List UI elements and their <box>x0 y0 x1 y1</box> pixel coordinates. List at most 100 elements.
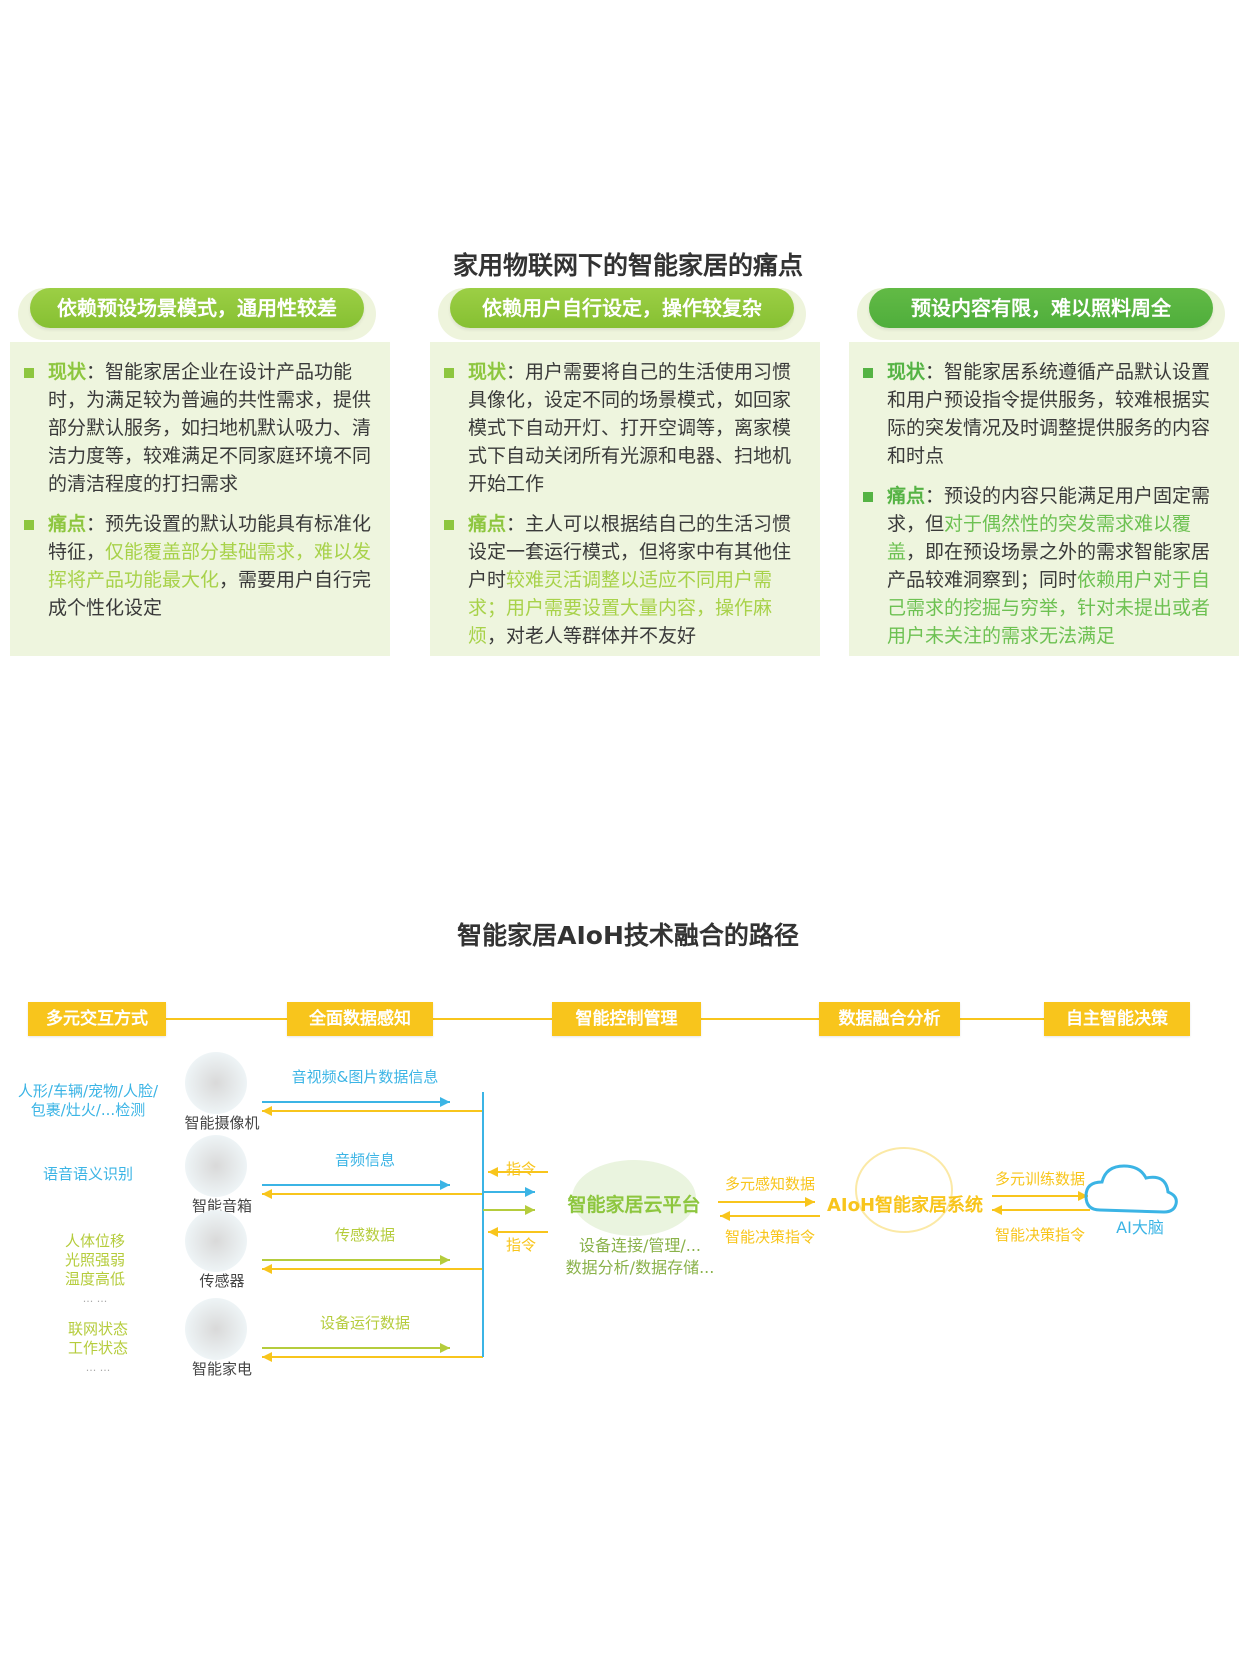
data-arrow-head <box>440 1255 450 1265</box>
mode-line: 人体位移 <box>64 1232 125 1250</box>
device-icon <box>185 1210 247 1272</box>
training-data-arrow-head <box>1078 1191 1088 1201</box>
mode-line: 光照强弱 <box>64 1251 125 1269</box>
command-in-arrow-head <box>488 1227 498 1237</box>
mode-line: 温度高低 <box>64 1270 125 1288</box>
stage-box: 多元交互方式 <box>28 1002 166 1036</box>
mode-line: 工作状态 <box>67 1339 128 1357</box>
data-flow-label: 音频信息 <box>334 1151 395 1169</box>
aioh-system-icon <box>855 1147 953 1233</box>
pain-point-title: 依赖预设场景模式，通用性较差 <box>30 288 364 328</box>
card-bullet-item: 痛点：预设的内容只能满足用户固定需求，但对于偶然性的突发需求难以覆盖，即在预设场… <box>863 482 1221 650</box>
body-text: ，对老人等群体并不友好 <box>487 625 697 647</box>
square-bullet-icon <box>24 368 34 378</box>
link-forward-label: 多元感知数据 <box>724 1175 815 1193</box>
bullet-text: 痛点：预设的内容只能满足用户固定需求，但对于偶然性的突发需求难以覆盖，即在预设场… <box>887 482 1221 650</box>
pain-point-title: 预设内容有限，难以照料周全 <box>869 288 1213 328</box>
data-out-arrow-head <box>525 1205 535 1215</box>
mode-line: 人形/车辆/宠物/人脸/ <box>17 1082 159 1100</box>
pain-point-header: 依赖用户自行设定，操作较复杂 <box>438 288 806 340</box>
data-flow-label: 传感数据 <box>334 1226 395 1244</box>
cloud-platform-name: 智能家居云平台 <box>567 1194 701 1216</box>
mode-line: ... ... <box>85 1361 111 1374</box>
pain-point-header: 依赖预设场景模式，通用性较差 <box>18 288 376 340</box>
pain-point-header: 预设内容有限，难以照料周全 <box>857 288 1225 340</box>
square-bullet-icon <box>444 368 454 378</box>
item-label: 痛点 <box>887 485 926 507</box>
interaction-mode-text: 人形/车辆/宠物/人脸/包裹/灶火/...检测 <box>8 1082 168 1120</box>
cloud-platform-desc: 数据分析/数据存储... <box>565 1258 715 1277</box>
device-icon <box>185 1298 247 1360</box>
command-arrow-head <box>262 1352 272 1362</box>
decision-arrow-head <box>720 1211 730 1221</box>
cloud-platform-desc: 设备连接/管理/... <box>578 1236 702 1255</box>
pain-point-card: 现状：智能家居企业在设计产品功能时，为满足较为普遍的共性需求，提供部分默认服务，… <box>10 342 390 656</box>
device-icon <box>185 1052 247 1114</box>
data-arrow-head <box>440 1097 450 1107</box>
data-out-arrow-head <box>525 1187 535 1197</box>
highlight-text: 仅能覆盖部分基础需求，难以发挥将产品功能最大化 <box>48 541 372 591</box>
device-name: 智能家电 <box>191 1360 252 1378</box>
card-bullet-item: 现状：智能家居系统遵循产品默认设置和用户预设指令提供服务，较难根据实际的突发情况… <box>863 358 1221 470</box>
perception-data-arrow-head <box>805 1197 815 1207</box>
data-arrow-head <box>440 1343 450 1353</box>
square-bullet-icon <box>863 492 873 502</box>
square-bullet-icon <box>24 520 34 530</box>
section2-title: 智能家居AIoH技术融合的路径 <box>457 921 799 950</box>
pain-point-title: 依赖用户自行设定，操作较复杂 <box>450 288 794 328</box>
highlight-text: 较难灵活调整以适应不同用户需求；用户需要设置大量内容，操作麻烦 <box>468 569 773 647</box>
body-text: ，即在预设场景之外的需求智能家居产品较难洞察到；同时 <box>887 541 1211 591</box>
item-label: 现状 <box>887 361 926 383</box>
mode-line: 联网状态 <box>67 1320 128 1338</box>
mode-line: ... ... <box>82 1292 108 1305</box>
body-text: ：智能家居企业在设计产品功能时，为满足较为普遍的共性需求，提供部分默认服务，如扫… <box>48 361 372 495</box>
stage-box: 全面数据感知 <box>287 1002 433 1036</box>
card-bullet-item: 痛点：预先设置的默认功能具有标准化特征，仅能覆盖部分基础需求，难以发挥将产品功能… <box>24 510 372 622</box>
bullet-text: 痛点：预先设置的默认功能具有标准化特征，仅能覆盖部分基础需求，难以发挥将产品功能… <box>48 510 372 622</box>
body-text: ，需要用户自行完成个性化设定 <box>48 569 372 619</box>
body-text: ：主人可以根据结自己的生活习惯设定一套运行模式，但将家中有其他住户时 <box>468 513 792 591</box>
body-text: ：用户需要将自己的生活使用习惯具像化，设定不同的场景模式，如回家模式下自动开灯、… <box>468 361 792 495</box>
ai-brain-label: AI大脑 <box>1116 1218 1164 1237</box>
section1-title: 家用物联网下的智能家居的痛点 <box>452 251 803 280</box>
item-label: 痛点 <box>468 513 507 535</box>
item-label: 现状 <box>468 361 507 383</box>
device-name: 传感器 <box>199 1272 245 1290</box>
command-in-arrow-head <box>488 1167 498 1177</box>
mode-line: 包裹/灶火/...检测 <box>30 1101 146 1119</box>
interaction-mode-text: 联网状态工作状态 ... ... <box>18 1320 178 1377</box>
command-arrow-head <box>262 1264 272 1274</box>
bullet-text: 现状：智能家居企业在设计产品功能时，为满足较为普遍的共性需求，提供部分默认服务，… <box>48 358 372 498</box>
item-label: 现状 <box>48 361 87 383</box>
interaction-mode-text: 人体位移光照强弱温度高低 ... ... <box>15 1232 175 1308</box>
link-forward-label: 多元训练数据 <box>994 1170 1085 1188</box>
aioh-system-name: AIoH智能家居系统 <box>826 1195 984 1216</box>
link-back-label: 智能决策指令 <box>724 1228 815 1246</box>
data-flow-label: 设备运行数据 <box>319 1314 410 1332</box>
body-text: ：智能家居系统遵循产品默认设置和用户预设指令提供服务，较难根据实际的突发情况及时… <box>887 361 1211 467</box>
ai-brain-cloud-icon <box>1084 1164 1178 1214</box>
link-back-label: 智能决策指令 <box>994 1226 1085 1244</box>
bullet-text: 现状：智能家居系统遵循产品默认设置和用户预设指令提供服务，较难根据实际的突发情况… <box>887 358 1221 470</box>
bullet-text: 痛点：主人可以根据结自己的生活习惯设定一套运行模式，但将家中有其他住户时较难灵活… <box>468 510 802 650</box>
body-text: ：预先设置的默认功能具有标准化特征， <box>48 513 372 563</box>
command-arrow-head <box>262 1189 272 1199</box>
item-label: 痛点 <box>48 513 87 535</box>
flow-diagram-lines <box>166 1018 1178 1362</box>
card-bullet-item: 现状：智能家居企业在设计产品功能时，为满足较为普遍的共性需求，提供部分默认服务，… <box>24 358 372 498</box>
command-label: 指令 <box>505 1236 536 1254</box>
command-label: 指令 <box>505 1160 536 1178</box>
mode-line: 语音语义识别 <box>42 1165 133 1183</box>
card-bullet-item: 现状：用户需要将自己的生活使用习惯具像化，设定不同的场景模式，如回家模式下自动开… <box>444 358 802 498</box>
stage-box: 智能控制管理 <box>552 1002 701 1036</box>
device-icon <box>185 1135 247 1197</box>
pain-point-card: 现状：用户需要将自己的生活使用习惯具像化，设定不同的场景模式，如回家模式下自动开… <box>430 342 820 656</box>
highlight-text: 对于偶然性的突发需求难以覆盖 <box>887 513 1192 563</box>
interaction-mode-text: 语音语义识别 <box>8 1165 168 1184</box>
device-name: 智能摄像机 <box>184 1114 260 1132</box>
body-text: ：预设的内容只能满足用户固定需求，但 <box>887 485 1211 535</box>
stage-box: 自主智能决策 <box>1044 1002 1190 1036</box>
highlight-text: 依赖用户对于自己需求的挖掘与穷举，针对未提出或者用户未关注的需求无法满足 <box>887 569 1211 647</box>
card-bullet-item: 痛点：主人可以根据结自己的生活习惯设定一套运行模式，但将家中有其他住户时较难灵活… <box>444 510 802 650</box>
square-bullet-icon <box>444 520 454 530</box>
